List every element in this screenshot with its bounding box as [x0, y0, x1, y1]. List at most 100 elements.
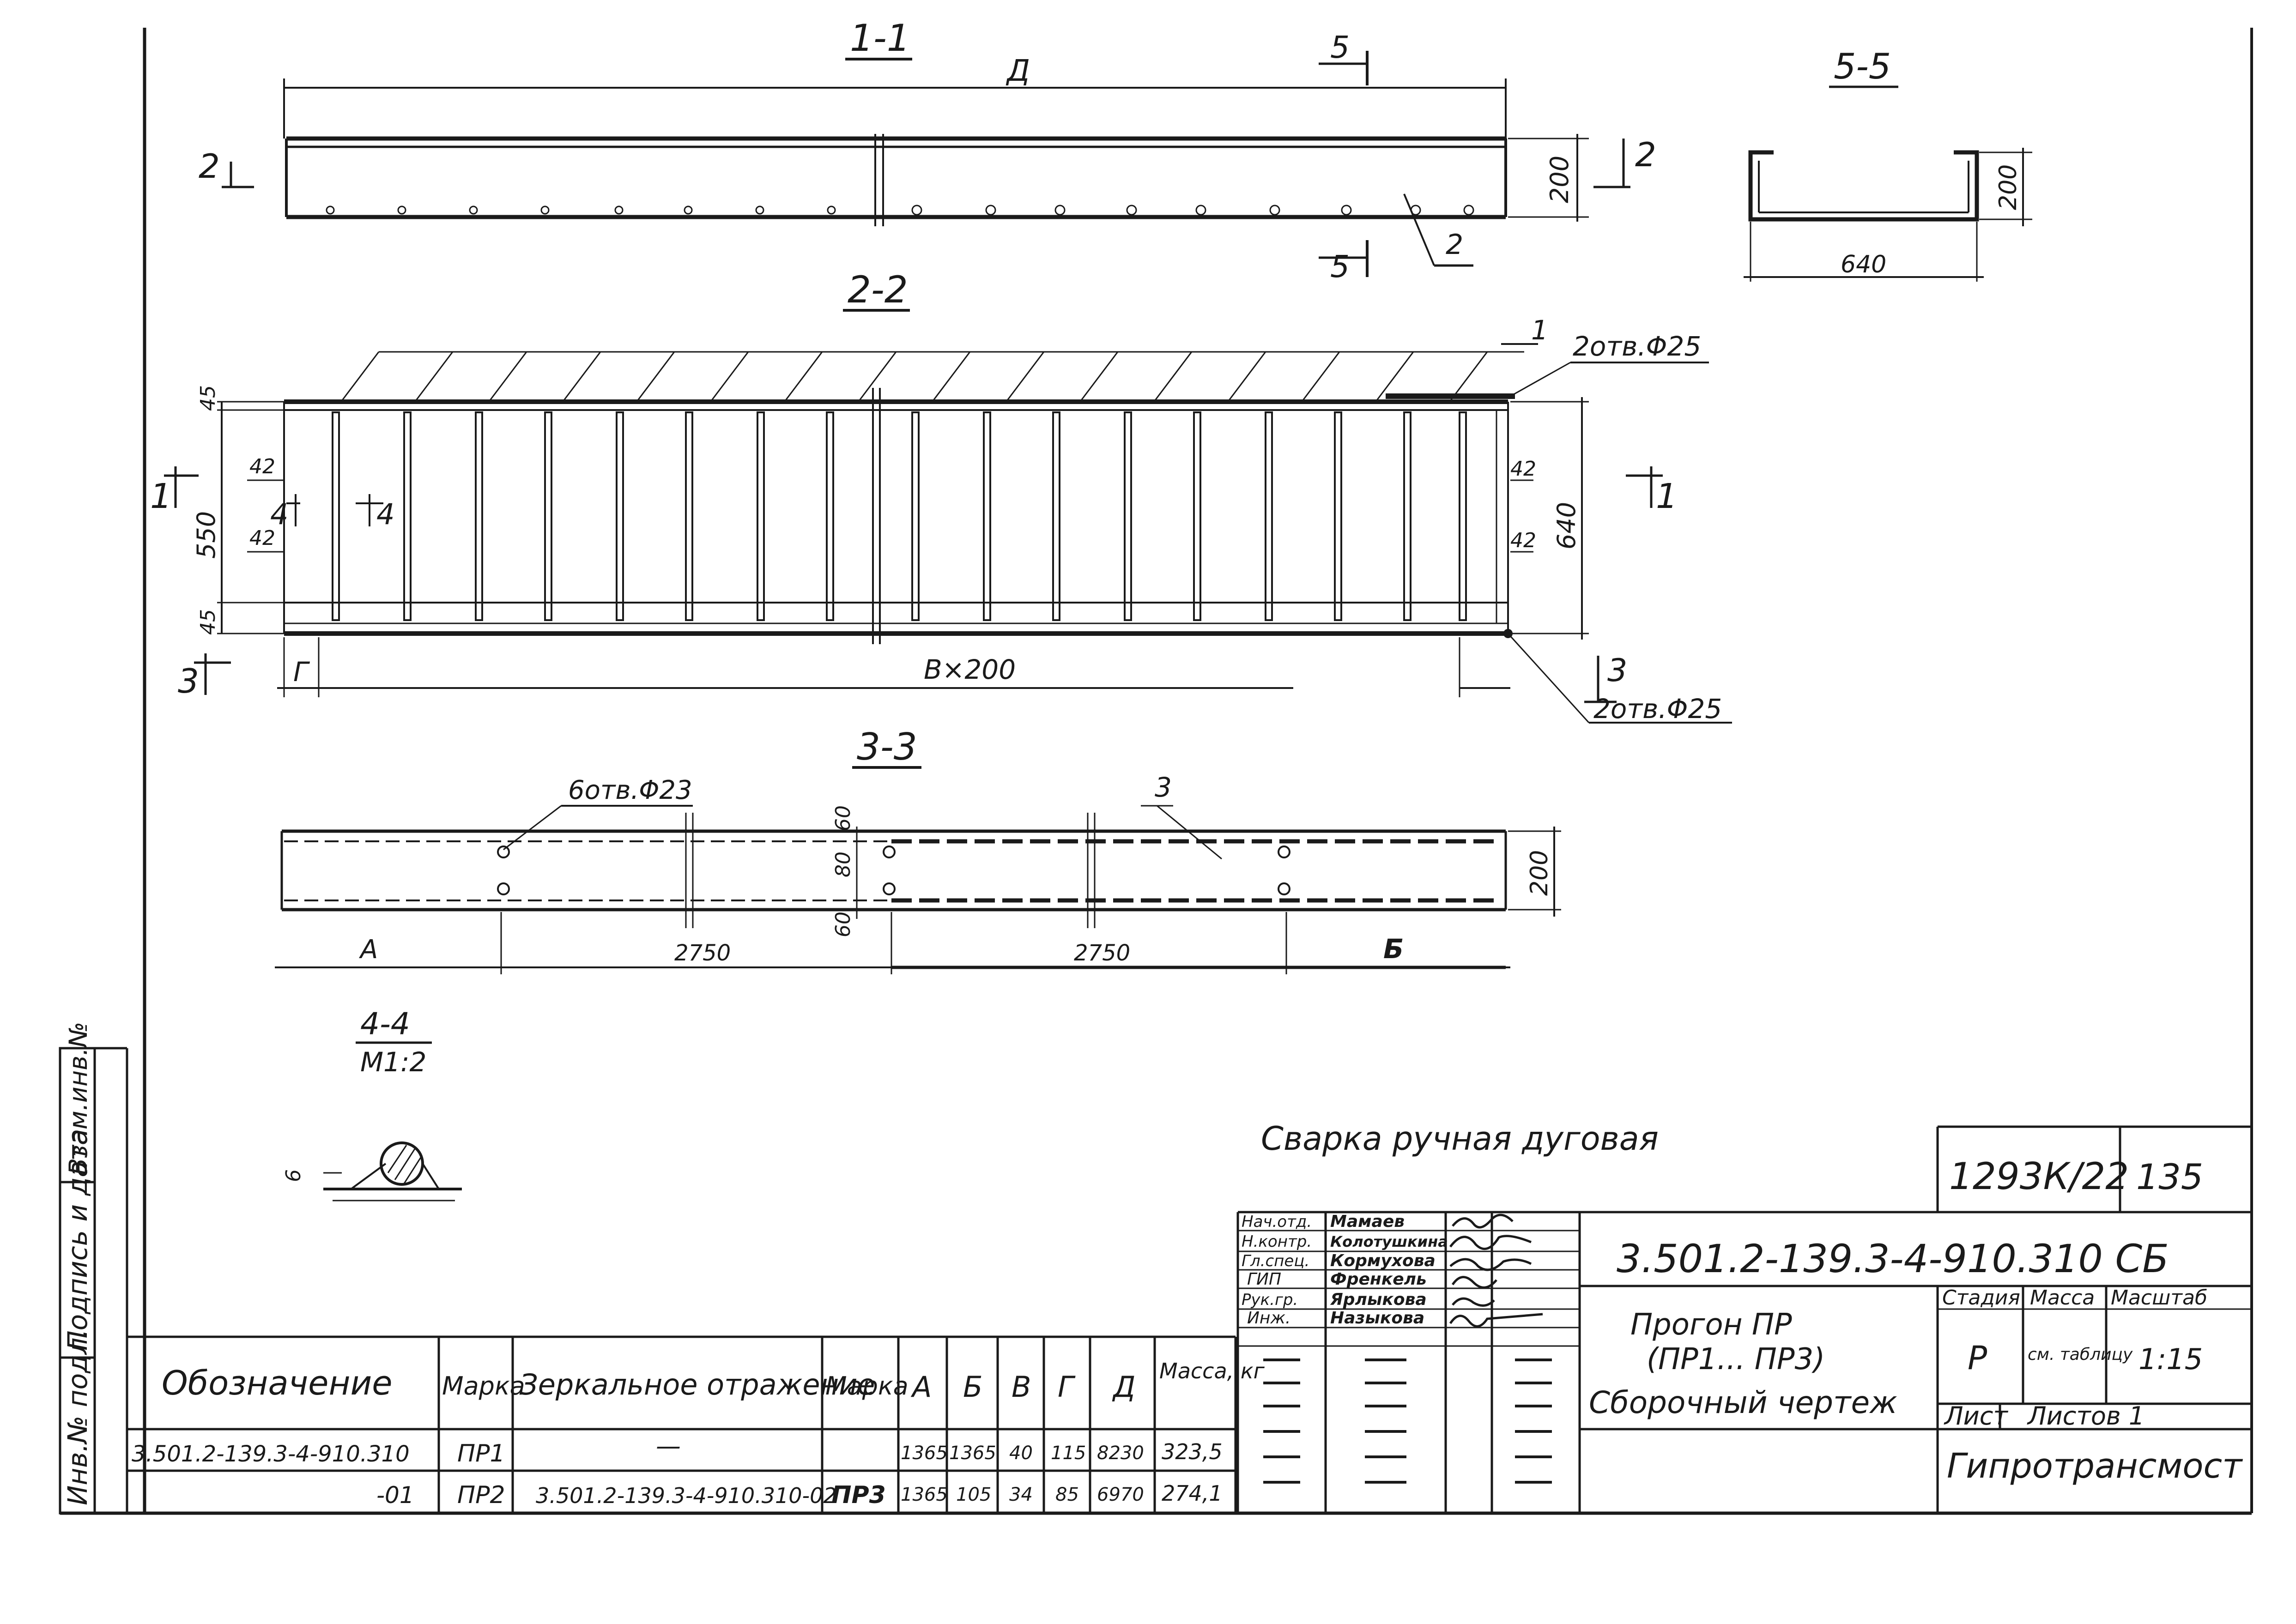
- bolt-holes-row: [326, 205, 1474, 216]
- signature-rows: Нач.отд. Мамаев Н.контр. Колотушкина Гл.…: [1242, 1212, 1448, 1328]
- row-1-mirror: —: [656, 1431, 681, 1461]
- cut-3-right-label: 3: [1607, 652, 1627, 689]
- header-mark: Марка: [442, 1371, 525, 1401]
- dim-60-top: 60: [831, 805, 855, 831]
- position-2-label: 2: [1446, 229, 1463, 261]
- sig-name-3: Кормухова: [1330, 1251, 1436, 1270]
- cut-3-left-label: 3: [178, 662, 199, 700]
- row-2-mark: ПР2: [457, 1481, 505, 1509]
- header-mark-2: Марка: [825, 1371, 909, 1401]
- row-2-d: 6970: [1097, 1484, 1144, 1505]
- dim-d-label: Д: [1006, 54, 1030, 88]
- title-block-dashes: [1263, 1358, 1552, 1484]
- dim-b-label: Б: [1383, 933, 1404, 965]
- row-1-a: 1365: [901, 1443, 948, 1464]
- stage-value: Р: [1968, 1339, 1987, 1377]
- scale-value: 1:15: [2138, 1342, 2203, 1376]
- sig-name-4: Френкель: [1330, 1270, 1427, 1289]
- transverse-bars: [332, 411, 1467, 621]
- dim-2750-a: 2750: [674, 940, 731, 966]
- holes-top-label: 2отв.Φ25: [1573, 331, 1701, 362]
- dim-200-5-5: 200: [1994, 164, 2022, 210]
- sheets-label: Листов 1: [2027, 1401, 2145, 1431]
- title-line-2: (ПР1... ПР3): [1647, 1342, 1825, 1376]
- dim-80: 80: [831, 851, 855, 877]
- dim-42-left-b: 42: [249, 526, 275, 550]
- dim-a-label: А: [359, 935, 378, 965]
- spec-table-row-2: -01 ПР2 3.501.2-139.3-4-910.310-02 ПР3 1…: [376, 1481, 1223, 1509]
- holes-3-3-label: 6отв.Φ23: [568, 775, 692, 805]
- row-2-mark-2: ПР3: [831, 1481, 886, 1509]
- section-5-5: 5-5 200 640: [1744, 46, 2032, 282]
- row-1-mark: ПР1: [457, 1440, 505, 1467]
- holes-bottom-label: 2отв.Φ25: [1593, 693, 1722, 724]
- row-1-g: 115: [1051, 1443, 1086, 1464]
- section-1-1: 1-1 Д 200 2 2: [199, 17, 1656, 284]
- sheet-code: 1293К/22: [1949, 1155, 2129, 1198]
- header-designation: Обозначение: [162, 1364, 393, 1402]
- dim-42-left-a: 42: [249, 455, 275, 478]
- header-g: Г: [1058, 1370, 1076, 1404]
- row-2-mirror: 3.501.2-139.3-4-910.310-02: [536, 1483, 837, 1508]
- section-3-3-title: 3-3: [857, 725, 917, 768]
- margin-stamp: [59, 1047, 128, 1515]
- header-a: А: [910, 1370, 932, 1404]
- section-1-1-title: 1-1: [850, 17, 910, 60]
- sheet-frame: [60, 28, 2253, 1515]
- spec-table-grid: [127, 1335, 1237, 1513]
- dim-2750-b: 2750: [1074, 940, 1130, 966]
- sig-role-4: ГИП: [1247, 1270, 1281, 1289]
- weld-size-label: 6: [282, 1169, 305, 1182]
- dim-45-top: 45: [196, 385, 220, 411]
- dim-60-bottom: 60: [831, 912, 855, 937]
- sig-name-2: Колотушкина: [1330, 1233, 1448, 1250]
- position-3-label: 3: [1155, 772, 1172, 803]
- margin-label-vzam: Взам.инв.№: [64, 1022, 93, 1175]
- section-2-2: 2-2: [150, 268, 1732, 724]
- sig-role-2: Н.контр.: [1242, 1232, 1312, 1251]
- dim-200-1-1: 200: [1545, 156, 1574, 203]
- document-code: 3.501.2-139.3-4-910.310 СБ: [1617, 1236, 2169, 1281]
- sig-name-6: Назыкова: [1330, 1309, 1424, 1328]
- section-3-3: 3-3 60 80 60 200 6отв.Φ23: [275, 725, 1561, 974]
- sig-role-3: Гл.спец.: [1242, 1252, 1309, 1270]
- dim-550: 550: [192, 511, 221, 559]
- header-mass: Масса, кг: [1159, 1358, 1265, 1383]
- row-2-v: 34: [1009, 1484, 1033, 1505]
- header-v: В: [1012, 1370, 1031, 1404]
- spec-table-header: Обозначение Марка Зеркальное отражение М…: [162, 1358, 1265, 1404]
- row-1-v: 40: [1009, 1443, 1033, 1464]
- sheet-code-box: [1936, 1125, 2252, 1212]
- section-4-4-scale: М1:2: [360, 1046, 426, 1078]
- title-block-grid: [1236, 1211, 2252, 1513]
- section-4-4-title: 4-4: [360, 1006, 410, 1042]
- stage-label: Стадия: [1942, 1286, 2020, 1310]
- section-2-2-title: 2-2: [848, 268, 908, 311]
- title-line-3: Сборочный чертеж: [1589, 1385, 1897, 1420]
- row-1-designation: 3.501.2-139.3-4-910.310: [132, 1441, 410, 1467]
- top-flange-hatch: [341, 351, 1524, 401]
- bolt-hole-pairs: [497, 845, 1290, 895]
- sig-role-6: Инж.: [1247, 1309, 1290, 1328]
- dim-bx200-label: В×200: [924, 654, 1016, 685]
- row-2-b: 105: [956, 1484, 991, 1505]
- cut-4-label-b: 4: [376, 497, 394, 531]
- row-2-g: 85: [1055, 1484, 1079, 1505]
- dim-200-3-3: 200: [1526, 850, 1553, 896]
- dim-640-5-5: 640: [1841, 251, 1886, 278]
- dim-g-label: Г: [293, 656, 310, 688]
- cut-5-top-label: 5: [1330, 30, 1350, 65]
- dim-45-bottom: 45: [196, 609, 220, 635]
- margin-label-sign: Подпись и дата: [62, 1129, 93, 1351]
- row-2-designation: -01: [376, 1482, 414, 1509]
- row-2-mass: 274,1: [1162, 1481, 1223, 1506]
- sheet-label: Лист: [1944, 1401, 2008, 1431]
- sig-role-5: Рук.гр.: [1242, 1291, 1298, 1309]
- header-mirror: Зеркальное отражение: [520, 1368, 875, 1401]
- scale-label: Масштаб: [2111, 1286, 2207, 1310]
- row-1-d: 8230: [1097, 1443, 1144, 1464]
- cut-2-left-label: 2: [199, 147, 220, 186]
- margin-label-inv: Инв.№ подл.: [62, 1329, 93, 1505]
- handwritten-signatures: [1449, 1213, 1543, 1328]
- dim-42-right-b: 42: [1510, 529, 1536, 552]
